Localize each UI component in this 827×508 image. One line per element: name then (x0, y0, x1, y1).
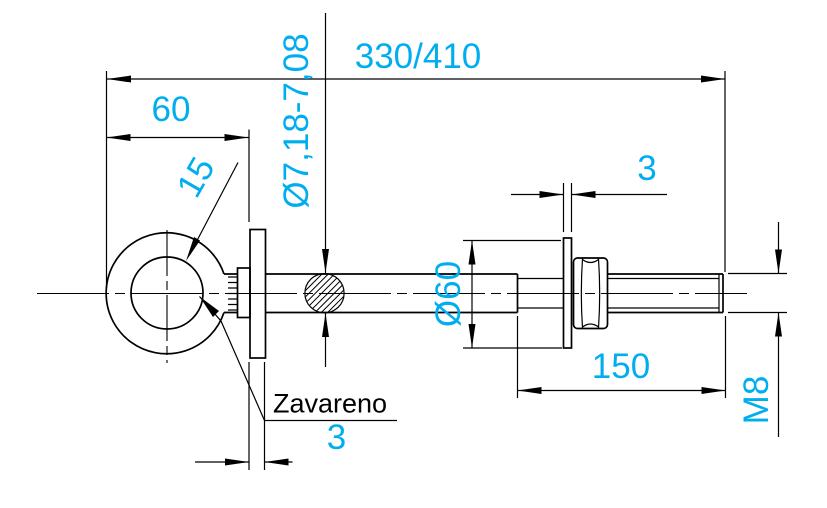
eye-width-label: 60 (152, 90, 191, 129)
dimension-overall-length: 330/410 (105, 37, 726, 288)
dimension-eye-width: 60 (106, 90, 250, 222)
eye-rod-size-label: 15 (169, 151, 222, 204)
dimension-thread-length: 150 (516, 316, 727, 398)
rod-diameter-label: Ø7,18-7,08 (277, 33, 316, 208)
flange-plate (249, 228, 267, 359)
overall-length-label: 330/410 (355, 37, 482, 76)
thread-length-label: 150 (592, 347, 650, 386)
dimension-thread-size: M8 (728, 222, 787, 437)
centerlines (37, 230, 747, 363)
section-circle (304, 273, 345, 314)
dimension-washer-diameter: Ø60 (429, 239, 562, 349)
thread-size-label: M8 (737, 376, 776, 425)
threaded-rod (607, 273, 724, 314)
dimension-rod-diameter: Ø7,18-7,08 (277, 13, 329, 367)
hex-nut (572, 257, 609, 330)
weld-collar (228, 267, 251, 319)
washer (562, 237, 573, 349)
dimension-flange-thickness (195, 362, 293, 470)
weld-note-label: Zavareno (273, 389, 387, 419)
eye-ring (105, 231, 238, 355)
weld-note: Zavareno 3 (199, 296, 397, 457)
shaft (265, 273, 564, 314)
washer-diameter-label: Ø60 (429, 261, 468, 327)
dimension-washer-thickness: 3 (511, 149, 667, 232)
washer-thickness-label: 3 (637, 149, 656, 188)
weld-size-label: 3 (327, 418, 346, 457)
